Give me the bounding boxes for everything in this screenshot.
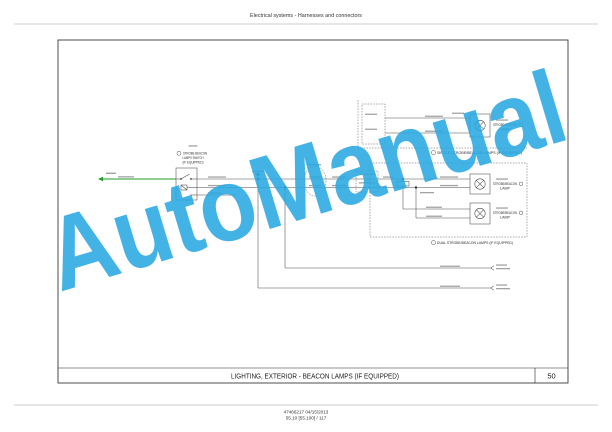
lamp-icon xyxy=(476,121,484,130)
callout-circle xyxy=(518,122,524,127)
diagram-frame xyxy=(57,39,569,384)
connector-block xyxy=(396,181,410,187)
group-boundary xyxy=(369,162,528,238)
illegible-label xyxy=(208,184,226,187)
illegible-label xyxy=(440,265,460,267)
single-lamp-group: STROBE/BEACON LAMP SINGLE STROBE/BEACON … xyxy=(357,100,527,155)
lamp-icon xyxy=(474,208,486,219)
lamp-icon xyxy=(476,180,484,188)
sheet-number: 50 xyxy=(547,372,555,381)
page-reference-arrow-icon xyxy=(489,285,495,291)
illegible-label xyxy=(452,112,464,114)
illegible-label xyxy=(496,288,510,290)
switch-blade xyxy=(181,173,190,179)
illegible-label xyxy=(440,285,460,287)
illegible-label xyxy=(307,164,321,166)
main-wiring xyxy=(197,164,510,291)
connector-outline xyxy=(361,103,386,145)
dual-group-label: DUAL STROBE/BEACON LAMPS (IF EQUIPPED) xyxy=(437,241,514,245)
lamp-label-line-1: STROBE/BEACON xyxy=(493,182,517,186)
illegible-label xyxy=(359,182,375,184)
illegible-label xyxy=(359,173,375,175)
illegible-label xyxy=(252,170,264,173)
single-group-label: SINGLE STROBE/BEACON LAMPS (IF EQUIPPED) xyxy=(437,151,523,155)
splice-outline xyxy=(303,165,327,197)
illegible-label xyxy=(426,206,442,208)
illegible-label xyxy=(332,176,346,178)
beacon-switch: STROBE BEACON LAMPS SWITCH (IF EQUIPPED) xyxy=(175,145,207,201)
callout-circle xyxy=(176,151,182,156)
lamp-label-line-2: LAMP xyxy=(500,127,510,131)
wire-arrow-icon xyxy=(98,176,103,182)
illegible-label xyxy=(309,176,321,178)
diagram-title: LIGHTING, EXTERIOR - BEACON LAMPS (IF EQ… xyxy=(231,372,399,381)
illegible-label xyxy=(383,176,393,178)
illegible-label xyxy=(309,184,321,187)
switch-label-line-3: (IF EQUIPPED) xyxy=(183,160,204,164)
illegible-label xyxy=(496,284,507,286)
connector-outline xyxy=(355,170,379,193)
lamp-icon xyxy=(476,209,484,218)
lamp-label-line-1: STROBE/BEACON xyxy=(493,211,517,215)
illegible-label xyxy=(332,184,346,187)
callout-circle xyxy=(431,240,436,245)
callout-circle xyxy=(518,210,524,215)
lamp-icon xyxy=(474,120,486,131)
page-reference-arrow-icon xyxy=(489,265,495,271)
illegible-label xyxy=(106,172,116,174)
illegible-label xyxy=(425,115,443,117)
illegible-label xyxy=(365,113,377,115)
watermark-text: AutoManual xyxy=(33,49,579,314)
connector-arrow-icon xyxy=(255,173,261,177)
input-wire-group xyxy=(98,172,176,182)
illegible-label xyxy=(118,176,134,178)
illegible-label xyxy=(188,145,198,147)
switch-housing xyxy=(175,167,198,201)
switch-label-line-1: STROBE BEACON xyxy=(183,152,207,156)
switch-label-line-2: LAMPS SWITCH xyxy=(183,156,204,160)
illegible-label xyxy=(426,215,442,217)
illegible-label xyxy=(496,207,508,209)
switch-indicator-lamp-icon xyxy=(180,184,188,191)
illegible-label xyxy=(496,119,508,121)
illegible-label xyxy=(496,178,508,180)
page-header-title: Electrical systems - Harnesses and conne… xyxy=(250,13,363,19)
illegible-label xyxy=(425,130,443,132)
switch-terminal xyxy=(179,177,183,181)
footer-page-reference: 55.10 [55.100] / 117 xyxy=(286,416,327,421)
lamp-label-line-2: LAMP xyxy=(500,215,510,219)
lamp-icon xyxy=(474,178,486,190)
callout-circle xyxy=(431,150,436,155)
lamp-label-line-1: STROBE/BEACON xyxy=(493,123,517,127)
illegible-label xyxy=(208,176,226,178)
footer-document-code: 47466217 04/15/2013 xyxy=(284,410,329,415)
callout-circle xyxy=(518,181,524,186)
illegible-label xyxy=(420,192,434,194)
illegible-label xyxy=(365,128,377,130)
illegible-label xyxy=(440,184,458,187)
lamp-label-line-2: LAMP xyxy=(500,186,510,190)
illegible-label xyxy=(496,268,510,270)
illegible-label xyxy=(208,192,222,194)
dual-lamp-group: STROBE/BEACON LAMP STROBE/BEACON LAMP DU… xyxy=(355,162,528,245)
illegible-label xyxy=(496,264,507,266)
illegible-label xyxy=(440,176,458,178)
